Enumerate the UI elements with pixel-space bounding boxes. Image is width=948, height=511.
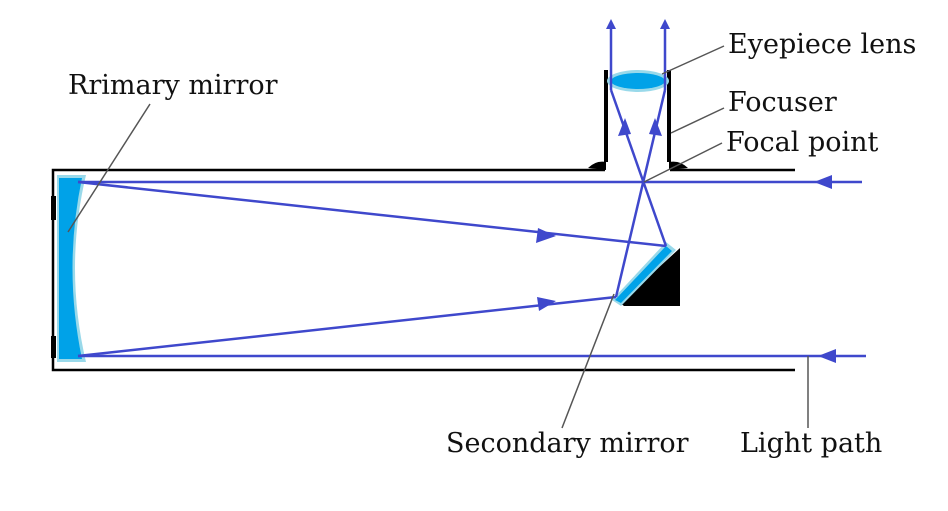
arrowhead-icon xyxy=(649,118,662,136)
eyepiece-lens xyxy=(607,70,669,92)
telescope-tube xyxy=(51,168,795,372)
arrowhead-icon xyxy=(536,228,556,243)
label-leader-lines xyxy=(67,45,809,429)
label-secondary-mirror: Secondary mirror xyxy=(446,428,689,459)
secondary-mirror xyxy=(612,242,680,306)
primary-mirror xyxy=(51,175,86,362)
arrowhead-icon xyxy=(537,297,556,311)
reflected-ray-bottom xyxy=(77,295,617,358)
label-focuser: Focuser xyxy=(728,87,837,118)
arrowhead-icon xyxy=(818,349,836,363)
label-eyepiece-lens: Eyepiece lens xyxy=(728,29,916,60)
arrowhead-icon xyxy=(814,175,832,189)
reflected-ray-top xyxy=(77,180,667,248)
light-path-rays xyxy=(77,19,866,358)
label-focal-point: Focal point xyxy=(726,127,879,158)
arrowhead-icon xyxy=(618,118,631,136)
label-primary-mirror: Rrimary mirror xyxy=(68,70,278,101)
label-light-path: Light path xyxy=(740,428,882,459)
ray-direction-arrows xyxy=(536,118,836,363)
diverted-ray-1 xyxy=(609,89,668,247)
